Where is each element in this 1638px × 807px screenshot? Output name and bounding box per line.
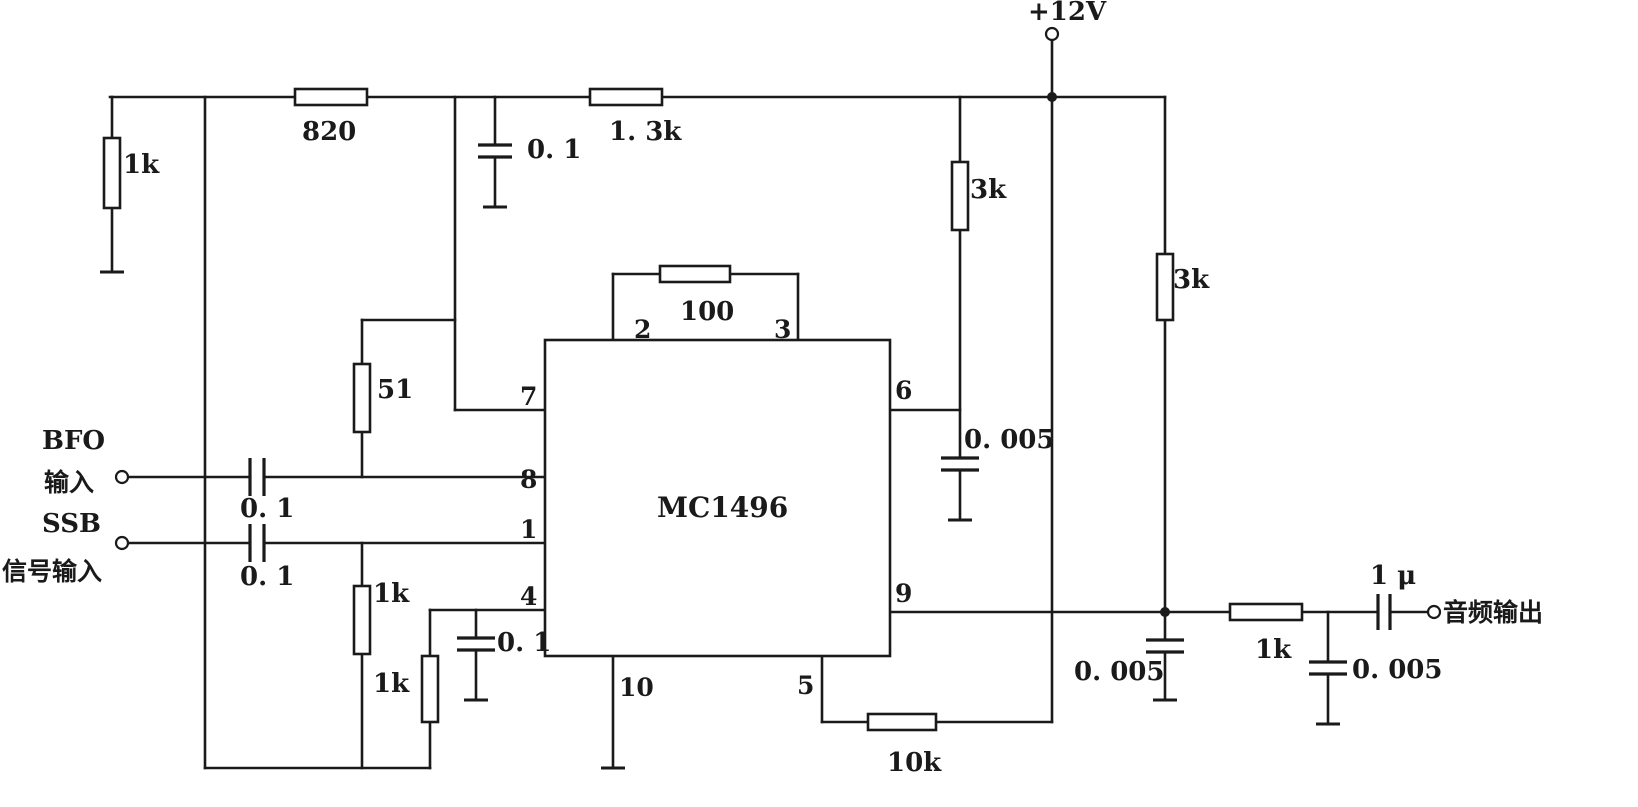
bfo-label: BFO xyxy=(42,426,105,456)
label-r-1-3k: 1. 3k xyxy=(609,117,682,147)
label-c-pin9: 0. 005 xyxy=(1074,657,1164,687)
audio-output-label: 音频输出 xyxy=(1443,598,1543,627)
resistor-3k-pin6 xyxy=(950,160,970,232)
ssb-input-label: 信号输入 xyxy=(2,557,102,586)
supply-label: +12V xyxy=(1028,0,1107,27)
grounds xyxy=(100,205,1340,770)
pin-label-1: 1 xyxy=(520,515,537,544)
bfo-input-label: 输入 xyxy=(44,468,94,497)
resistor-1k-upper xyxy=(352,584,372,656)
resistor-51 xyxy=(352,362,372,434)
resistor-100 xyxy=(658,264,732,284)
pin-label-8: 8 xyxy=(520,465,537,494)
resistor-10k xyxy=(866,712,938,732)
resistor-1k-lower xyxy=(420,654,440,724)
labels: +12V MC1496 8 1 2 3 4 5 6 7 9 10 BFO 输入 … xyxy=(2,0,1543,778)
label-r-820: 820 xyxy=(302,117,356,147)
junction-dot xyxy=(1160,607,1170,617)
wires xyxy=(108,38,1430,770)
label-r-top-left: 1k xyxy=(123,150,160,180)
capacitor-pin9 xyxy=(1146,638,1184,654)
capacitors xyxy=(248,143,1392,676)
label-r-3k-pin6: 3k xyxy=(970,175,1007,205)
capacitor-top xyxy=(478,143,512,159)
pin-label-9: 9 xyxy=(895,579,912,608)
label-r-100: 100 xyxy=(680,297,734,327)
resistors xyxy=(102,87,1304,732)
terminals xyxy=(114,26,1442,620)
resistor-1-3k xyxy=(588,87,664,107)
label-c-pin4: 0. 1 xyxy=(497,628,551,658)
label-c-out-series: 1 μ xyxy=(1370,561,1416,591)
label-c-ssb: 0. 1 xyxy=(240,562,294,592)
ic-mc1496 xyxy=(543,338,892,658)
capacitor-out-series xyxy=(1376,594,1392,630)
supply-terminal xyxy=(1044,26,1060,42)
capacitor-pin4 xyxy=(457,636,495,652)
resistor-820 xyxy=(293,87,369,107)
junctions xyxy=(1047,92,1170,617)
capacitor-pin6 xyxy=(941,456,979,472)
label-r-51: 51 xyxy=(377,375,413,405)
label-r-3k-pin9: 3k xyxy=(1173,265,1210,295)
pin-label-2: 2 xyxy=(634,315,651,344)
label-c-out-shunt: 0. 005 xyxy=(1352,655,1442,685)
ssb-input-terminal xyxy=(114,535,130,551)
label-r-1k-lower: 1k xyxy=(373,669,410,699)
capacitor-bfo xyxy=(248,458,266,496)
capacitor-ssb xyxy=(248,524,266,562)
ssb-label: SSB xyxy=(42,509,101,539)
audio-output-terminal xyxy=(1426,604,1442,620)
resistor-out-1k xyxy=(1228,602,1304,622)
label-c-bfo: 0. 1 xyxy=(240,494,294,524)
resistor-3k-pin9 xyxy=(1155,252,1175,322)
pin-label-3: 3 xyxy=(774,315,791,344)
label-r-out-1k: 1k xyxy=(1255,635,1292,665)
capacitor-out-shunt xyxy=(1309,660,1347,676)
pin-label-10: 10 xyxy=(619,673,654,702)
label-r-10k: 10k xyxy=(887,748,942,778)
label-c-top: 0. 1 xyxy=(527,135,581,165)
label-r-1k-upper: 1k xyxy=(373,579,410,609)
resistor-top-left xyxy=(102,136,122,210)
ic-name-label: MC1496 xyxy=(657,491,788,524)
pin-label-7: 7 xyxy=(520,382,537,411)
junction-dot xyxy=(1047,92,1057,102)
bfo-input-terminal xyxy=(114,469,130,485)
pin-label-5: 5 xyxy=(797,671,814,700)
pin-label-6: 6 xyxy=(895,376,912,405)
label-c-pin6: 0. 005 xyxy=(964,425,1054,455)
pin-label-4: 4 xyxy=(520,582,537,611)
